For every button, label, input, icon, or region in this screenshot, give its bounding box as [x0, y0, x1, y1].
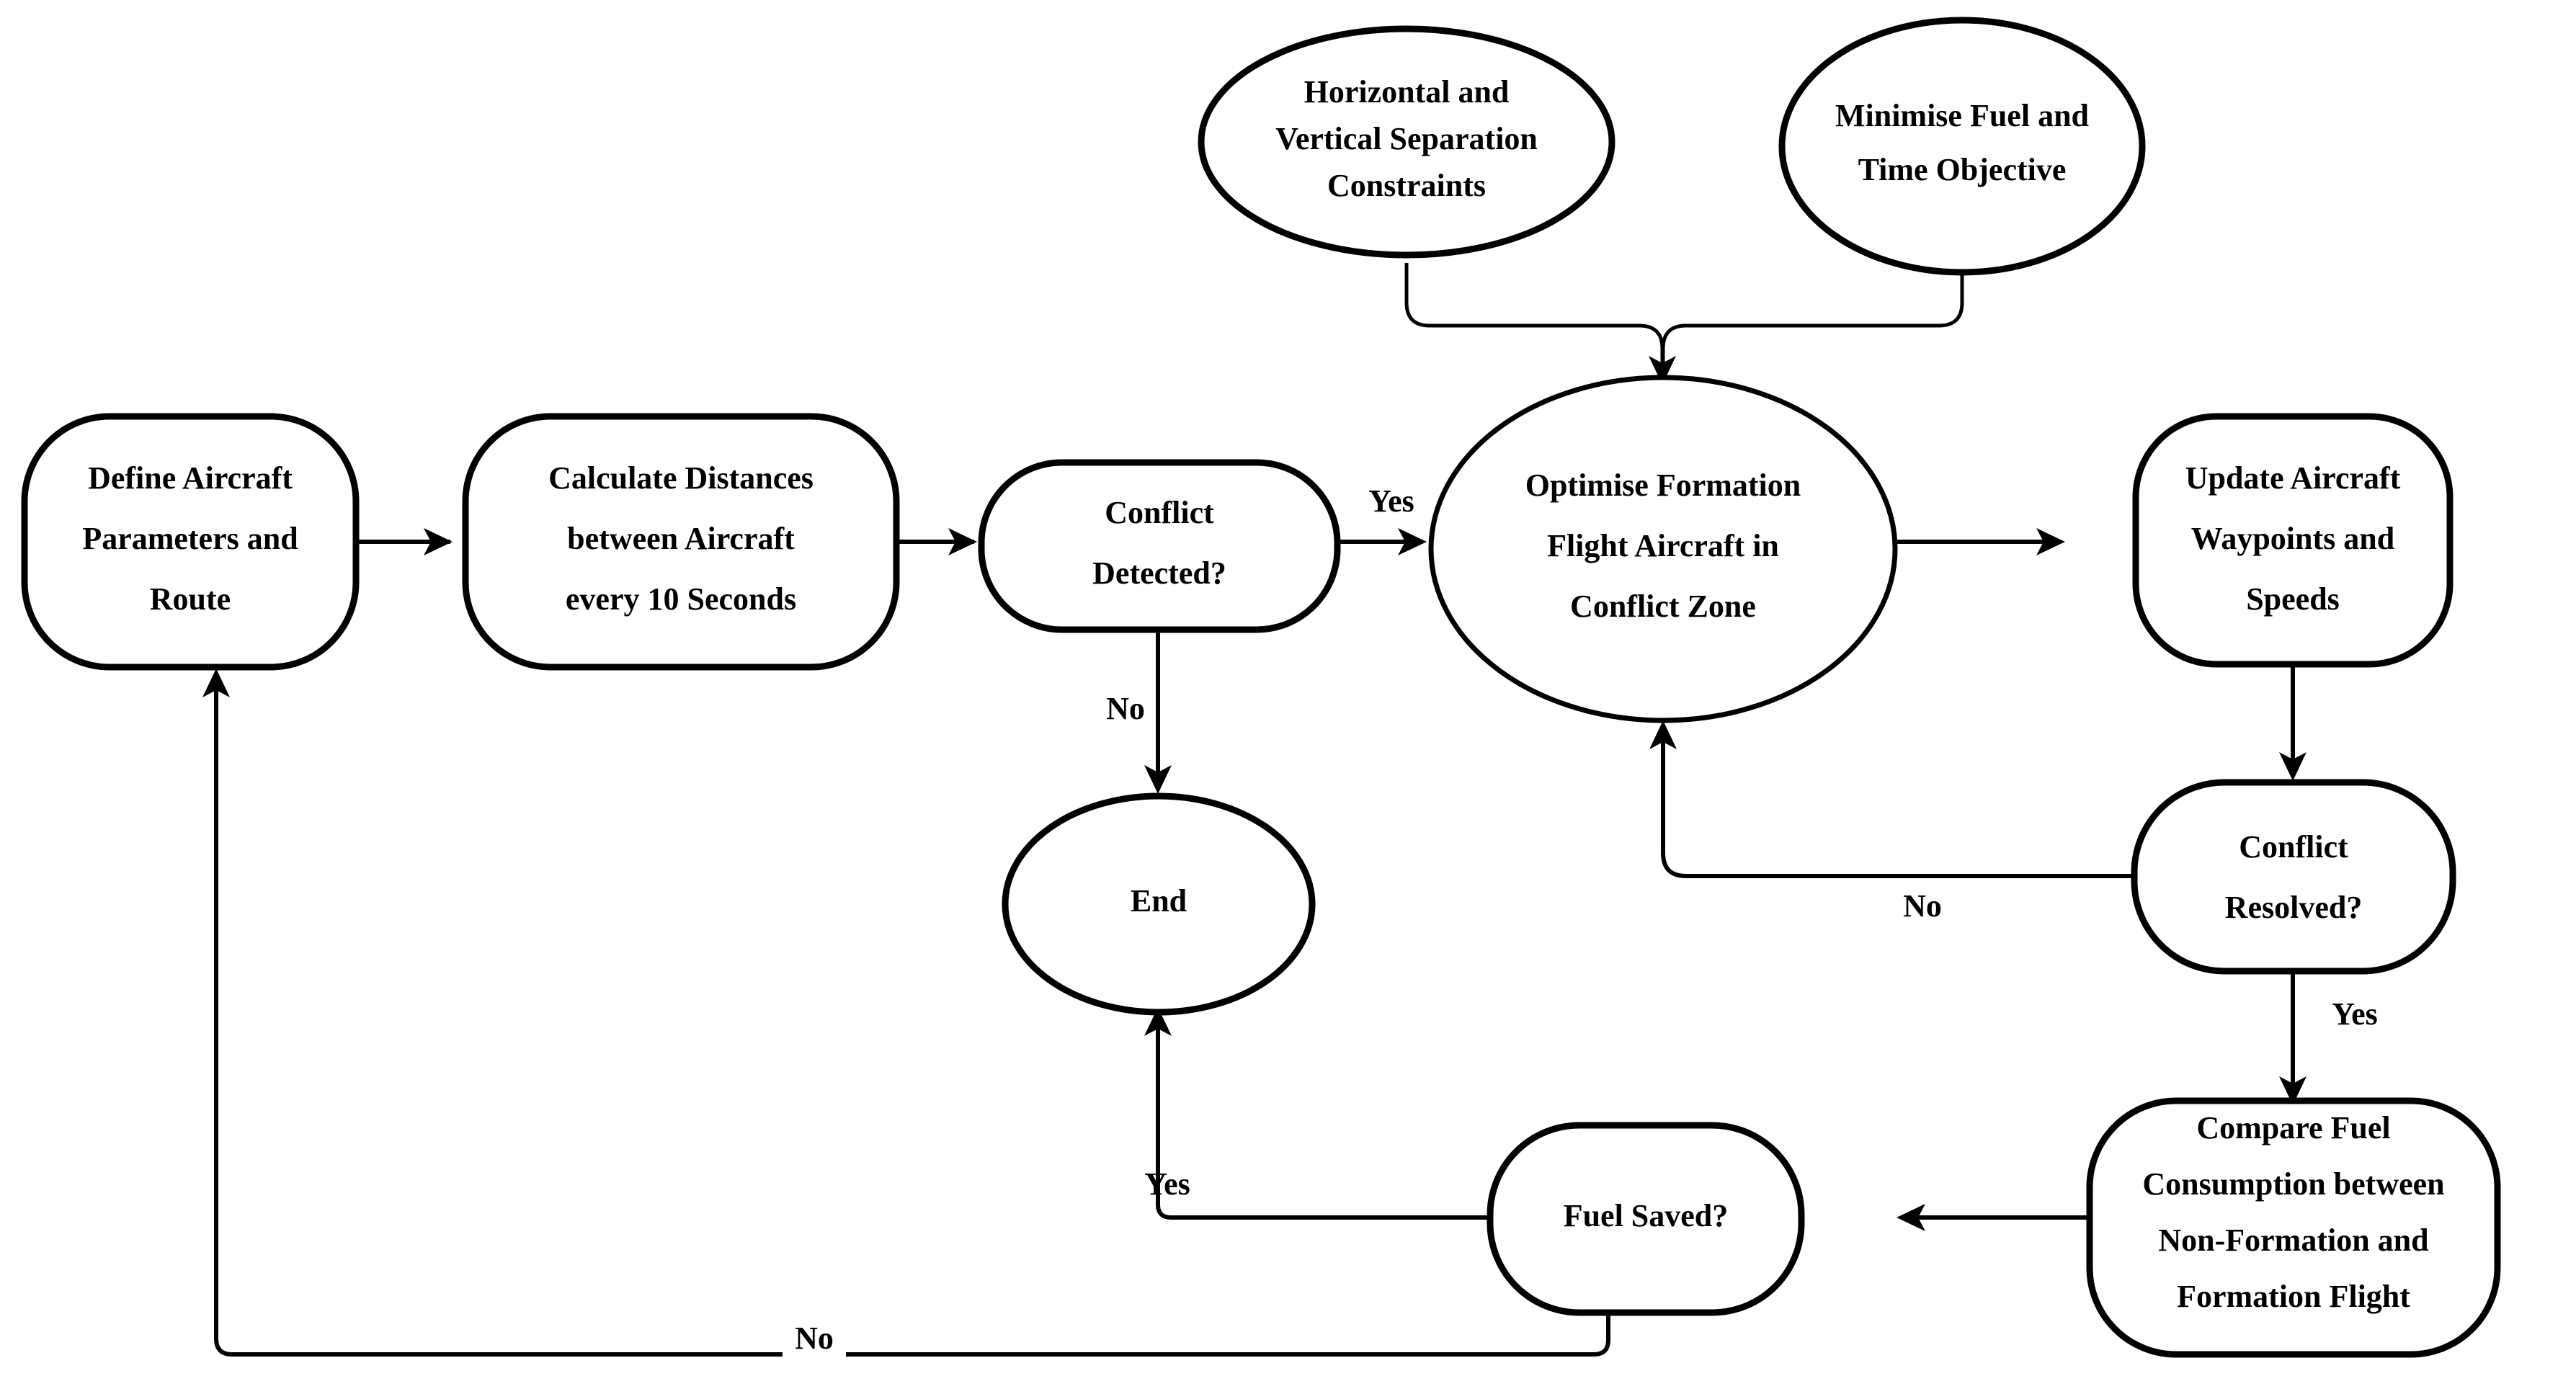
- node-optimise-formation-line-1: Optimise Formation: [1525, 468, 1801, 503]
- node-conflict-resolved[interactable]: Conflict Resolved?: [2131, 779, 2456, 975]
- edge-constraints-to-optimise: [1404, 263, 1664, 379]
- node-update-waypoints-line-3: Speeds: [2246, 581, 2340, 617]
- node-separation-constraints-line-1: Horizontal and: [1304, 74, 1510, 110]
- edge-resolved-to-compare: [2279, 973, 2307, 1105]
- node-compare-fuel-line-2: Consumption between: [2142, 1166, 2444, 1202]
- edge-compare-to-fuelsaved: [1897, 1204, 2091, 1231]
- node-compare-fuel-line-4: Formation Flight: [2177, 1279, 2410, 1314]
- edge-label-conflict-resolved-yes: Yes: [2332, 996, 2378, 1032]
- edge-label-conflict-resolved-no: No: [1903, 888, 1942, 924]
- node-calculate-distances-line-1: Calculate Distances: [548, 460, 814, 496]
- node-update-waypoints-line-1: Update Aircraft: [2185, 460, 2401, 496]
- node-end-label: End: [1131, 883, 1187, 919]
- node-calculate-distances[interactable]: Calculate Distances between Aircraft eve…: [462, 413, 900, 671]
- node-compare-fuel[interactable]: Compare Fuel Consumption between Non-For…: [2086, 1097, 2501, 1358]
- node-update-waypoints[interactable]: Update Aircraft Waypoints and Speeds: [2132, 413, 2454, 668]
- edge-label-fuel-saved-no-text: No: [795, 1321, 834, 1356]
- node-separation-constraints[interactable]: Horizontal and Vertical Separation Const…: [1198, 25, 1615, 259]
- node-conflict-resolved-line-2: Resolved?: [2225, 890, 2363, 925]
- edge-objective-to-optimise: [1649, 275, 1964, 385]
- node-define-aircraft-line-1: Define Aircraft: [88, 460, 293, 496]
- node-optimise-formation[interactable]: Optimise Formation Flight Aircraft in Co…: [1428, 375, 1898, 723]
- node-conflict-detected-line-1: Conflict: [1105, 495, 1214, 530]
- edge-label-no-backdrop: [783, 1326, 846, 1357]
- edge-calculate-to-conflict: [897, 528, 977, 555]
- node-define-aircraft-line-3: Route: [150, 581, 231, 617]
- edge-fuelsaved-to-end: [1144, 1007, 1492, 1220]
- edge-update-to-resolved: [2279, 663, 2307, 781]
- node-define-aircraft[interactable]: Define Aircraft Parameters and Route: [21, 413, 360, 671]
- node-optimise-formation-line-2: Flight Aircraft in: [1547, 528, 1779, 563]
- node-fuel-saved-label: Fuel Saved?: [1564, 1198, 1729, 1233]
- node-end[interactable]: End: [1002, 792, 1316, 1016]
- node-fuel-saved[interactable]: Fuel Saved?: [1487, 1122, 1805, 1316]
- node-conflict-detected-line-2: Detected?: [1092, 555, 1226, 591]
- node-conflict-resolved-line-1: Conflict: [2239, 829, 2348, 865]
- node-update-waypoints-line-2: Waypoints and: [2191, 521, 2394, 556]
- node-compare-fuel-line-3: Non-Formation and: [2158, 1223, 2428, 1258]
- node-compare-fuel-line-1: Compare Fuel: [2196, 1110, 2390, 1145]
- edge-fuelsaved-to-define: [202, 669, 1610, 1357]
- node-calculate-distances-line-2: between Aircraft: [567, 521, 795, 556]
- edge-label-fuel-saved-yes: Yes: [1144, 1166, 1190, 1202]
- edge-conflict-to-end: [1144, 628, 1172, 794]
- edge-optimise-to-update: [1897, 528, 2065, 555]
- node-minimise-objective-line-2: Time Objective: [1858, 152, 2067, 187]
- edge-define-to-calculate: [357, 528, 453, 555]
- node-optimise-formation-line-3: Conflict Zone: [1570, 589, 1756, 624]
- node-define-aircraft-line-2: Parameters and: [82, 521, 298, 556]
- node-minimise-objective[interactable]: Minimise Fuel and Time Objective: [1778, 17, 2146, 276]
- node-separation-constraints-line-2: Vertical Separation: [1275, 121, 1538, 156]
- node-calculate-distances-line-3: every 10 Seconds: [566, 581, 796, 617]
- edge-label-conflict-detected-yes: Yes: [1368, 483, 1414, 519]
- node-minimise-objective-line-1: Minimise Fuel and: [1835, 98, 2089, 133]
- edge-resolved-to-optimise: [1649, 720, 2131, 878]
- node-separation-constraints-line-3: Constraints: [1327, 168, 1486, 203]
- node-conflict-detected[interactable]: Conflict Detected?: [978, 459, 1341, 633]
- edge-label-conflict-detected-no: No: [1106, 691, 1145, 726]
- edge-conflict-to-optimise: [1339, 528, 1427, 555]
